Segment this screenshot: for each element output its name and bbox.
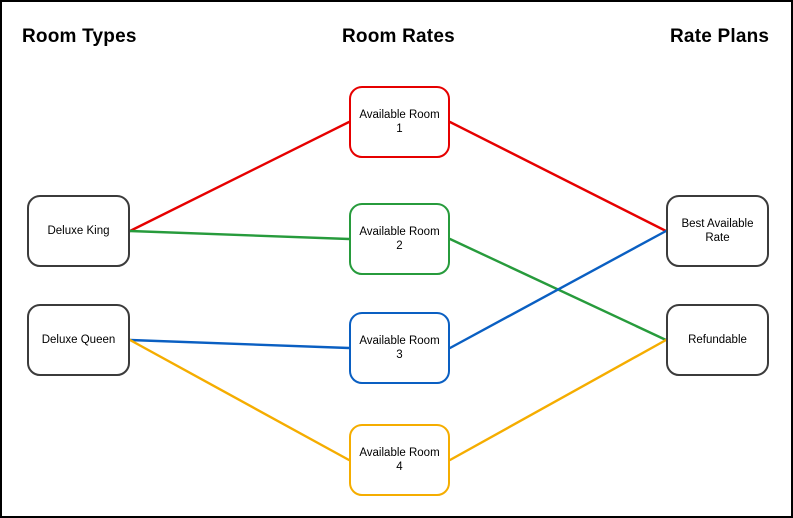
node-label-available-room-2: Available Room 2 [359,226,440,252]
node-label-refundable: Refundable [688,334,747,346]
column-title-room-rates: Room Rates [342,26,455,47]
link-room1-bar [448,120,668,233]
node-available-room-4[interactable]: Available Room 4 [349,424,450,496]
link-king-room2 [128,229,351,241]
node-label-available-room-4: Available Room 4 [359,447,440,473]
node-deluxe-queen[interactable]: Deluxe Queen [27,304,130,376]
node-deluxe-king[interactable]: Deluxe King [27,195,130,267]
link-king-room1 [128,120,351,233]
node-label-deluxe-king: Deluxe King [47,225,110,237]
node-available-room-1[interactable]: Available Room 1 [349,86,450,158]
link-room4-refund [448,338,668,462]
node-best-available-rate[interactable]: Best Available Rate [666,195,769,267]
node-available-room-3[interactable]: Available Room 3 [349,312,450,384]
link-room3-bar [448,229,668,350]
node-label-available-room-1: Available Room 1 [359,109,440,135]
link-room2-refund [448,237,668,342]
node-label-best-available-rate: Best Available Rate [681,218,754,244]
link-queen-room3 [128,338,351,350]
node-label-deluxe-queen: Deluxe Queen [41,334,116,346]
column-title-rate-plans: Rate Plans [670,26,770,47]
column-title-room-types: Room Types [22,26,137,47]
link-queen-room4 [128,338,351,462]
node-available-room-2[interactable]: Available Room 2 [349,203,450,275]
node-label-available-room-3: Available Room 3 [359,335,440,361]
node-refundable[interactable]: Refundable [666,304,769,376]
